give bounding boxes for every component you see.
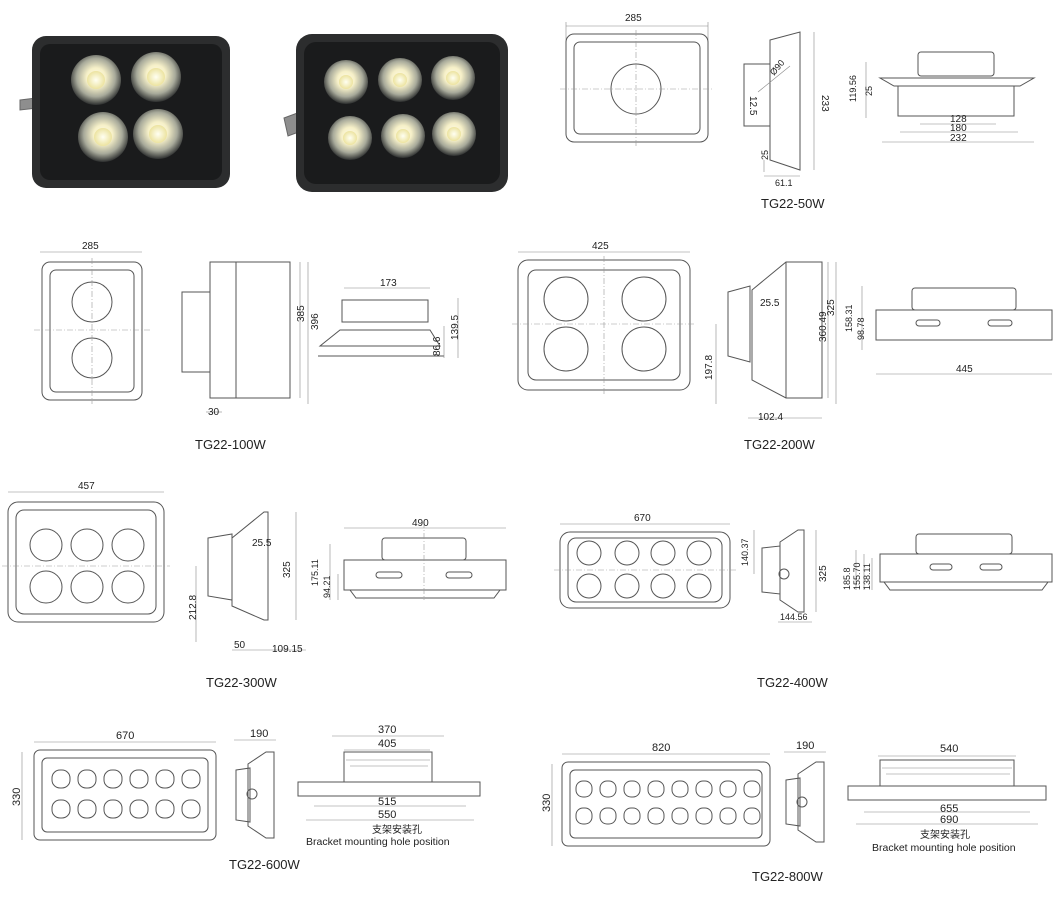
drawing-600w-side	[234, 739, 276, 839]
drawing-600w-top	[297, 735, 481, 821]
dim-600w-front-width: 670	[116, 730, 134, 742]
dim-50w-front-width: 285	[625, 13, 642, 24]
dim-50w-232: 232	[950, 133, 967, 144]
dim-200w-102: 102.4	[758, 412, 783, 423]
dim-200w-197: 197.8	[704, 355, 715, 380]
dim-400w-front-width: 670	[634, 513, 651, 524]
dim-50w-61: 61.1	[775, 178, 793, 188]
dim-300w-175: 175.11	[310, 559, 320, 586]
dim-100w-30: 30	[208, 407, 220, 418]
dim-50w-25: 25	[760, 150, 770, 160]
drawing-300w-side	[195, 511, 306, 651]
dim-100w-139: 139.5	[450, 315, 461, 340]
led-row-top	[575, 780, 761, 798]
dim-800w-690: 690	[940, 814, 958, 826]
dim-100w-396: 396	[310, 313, 321, 330]
dim-200w-front-width: 425	[592, 241, 609, 252]
product-photo-4-led	[19, 36, 230, 188]
dim-400w-138: 138.11	[862, 563, 872, 590]
dim-100w-front-width: 285	[82, 241, 99, 252]
drawing-600w-front	[21, 741, 217, 841]
dim-300w-109: 109.15	[272, 644, 303, 655]
dim-200w-325: 325	[826, 299, 837, 316]
model-label-300w: TG22-300W	[206, 675, 277, 690]
drawing-400w-front	[554, 523, 736, 609]
drawing-200w-front	[512, 251, 696, 394]
dim-300w-490: 490	[412, 518, 429, 529]
model-label-100w: TG22-100W	[195, 437, 266, 452]
dim-50w-diameter: Ø90	[768, 58, 787, 77]
drawing-300w-front	[2, 491, 170, 623]
led-row-bottom	[575, 807, 761, 825]
model-label-600w: TG22-600W	[229, 857, 300, 872]
dim-100w-86: 86.6	[432, 336, 443, 356]
dim-600w-405: 405	[378, 738, 396, 750]
dim-200w-98: 98.78	[856, 317, 866, 340]
drawing-200w-top	[861, 286, 1053, 375]
drawing-100w-top	[318, 287, 459, 358]
dim-600w-190: 190	[250, 728, 268, 740]
dim-50w-128: 128	[950, 114, 967, 125]
drawing-300w-top	[329, 522, 507, 600]
dim-200w-25: 25.5	[760, 298, 780, 309]
dim-400w-155: 155.70	[852, 562, 862, 590]
dim-50w-top-height: 119.56	[848, 75, 858, 102]
note-600w-en: Bracket mounting hole position	[306, 836, 450, 848]
drawing-100w-front	[34, 251, 150, 404]
dim-400w-140: 140.37	[740, 538, 750, 566]
dim-800w-front-width: 820	[652, 742, 670, 754]
dim-200w-445: 445	[956, 364, 973, 375]
dim-400w-325: 325	[818, 565, 829, 582]
dim-50w-side-height: 233	[819, 95, 830, 112]
dim-400w-144: 144.56	[780, 612, 808, 622]
note-600w-cn: 支架安装孔	[372, 823, 422, 836]
drawing-50w-top	[865, 51, 1036, 143]
drawing-800w-side	[784, 751, 826, 843]
note-800w-cn: 支架安装孔	[920, 828, 970, 841]
dim-800w-front-height: 330	[541, 794, 553, 812]
dim-300w-212: 212.8	[188, 595, 199, 620]
dim-100w-385: 385	[296, 305, 307, 322]
drawing-800w-front	[551, 753, 771, 847]
dim-200w-360: 360.49	[818, 311, 829, 342]
drawing-50w-side	[743, 31, 815, 177]
dim-400w-185: 185.8	[842, 567, 852, 590]
drawing-400w-side	[753, 529, 817, 623]
dim-600w-front-height: 330	[11, 788, 23, 806]
model-label-400w: TG22-400W	[757, 675, 828, 690]
dim-600w-515: 515	[378, 796, 396, 808]
dim-800w-655: 655	[940, 803, 958, 815]
dim-600w-550: 550	[378, 809, 396, 821]
dim-300w-94: 94.21	[322, 575, 332, 598]
dim-100w-173: 173	[380, 278, 397, 289]
drawing-800w-top	[847, 755, 1047, 825]
model-label-200w: TG22-200W	[744, 437, 815, 452]
dim-300w-front-width: 457	[78, 481, 95, 492]
dim-50w-top-25: 25	[864, 86, 874, 96]
dim-600w-370: 370	[378, 724, 396, 736]
dim-300w-50: 50	[234, 640, 246, 651]
dim-300w-25: 25.5	[252, 538, 272, 549]
dim-200w-158: 158.31	[844, 304, 854, 332]
dim-800w-190: 190	[796, 740, 814, 752]
led-row-bottom	[51, 799, 201, 819]
product-photo-6-led	[283, 34, 508, 192]
dim-50w-180: 180	[950, 123, 967, 134]
drawing-400w-top	[855, 533, 1053, 591]
model-label-800w: TG22-800W	[752, 869, 823, 884]
dim-50w-12-5: 12.5	[747, 96, 758, 116]
dim-300w-325: 325	[282, 561, 293, 578]
drawing-200w-side	[715, 261, 837, 419]
drawing-50w-front	[560, 22, 714, 148]
drawing-100w-side	[181, 261, 309, 413]
led-row-top	[51, 769, 201, 789]
note-800w-en: Bracket mounting hole position	[872, 842, 1016, 854]
dim-800w-540: 540	[940, 743, 958, 755]
model-label-50w: TG22-50W	[761, 196, 825, 211]
